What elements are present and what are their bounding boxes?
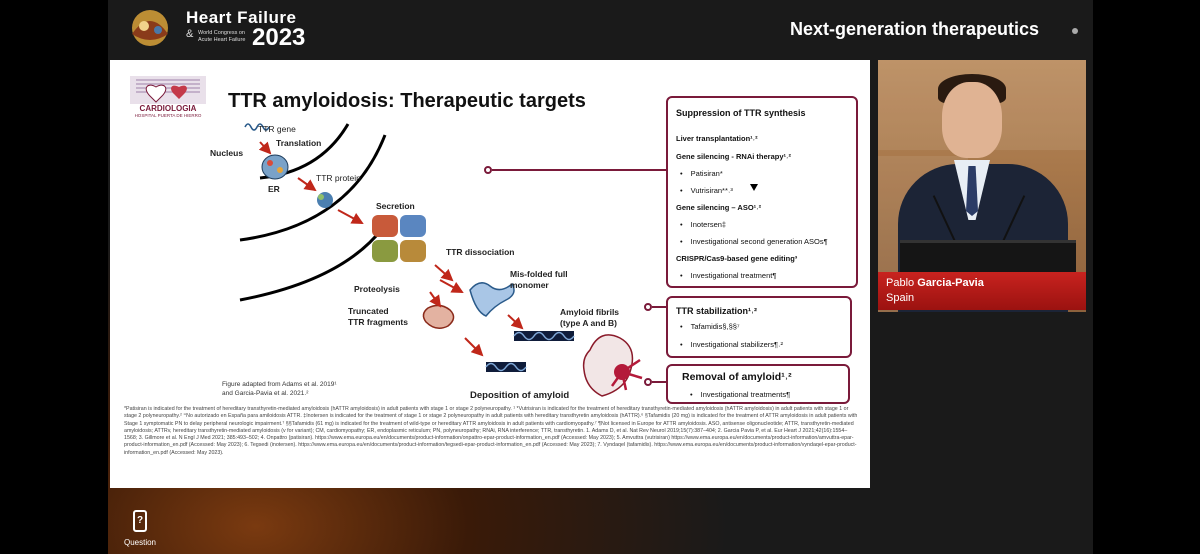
figure-caption-line-1: Figure adapted from Adams et al. 2019¹ — [222, 381, 337, 388]
label-ttr-fragments: TTR fragments — [348, 317, 408, 327]
label-ttr-gene: TTR gene — [258, 124, 296, 134]
speaker-tie — [966, 166, 978, 216]
label-nucleus: Nucleus — [210, 148, 244, 158]
label-er: ER — [268, 184, 280, 194]
label-deposition: Deposition of amyloid — [470, 390, 570, 401]
slide-footnotes: *Patisiran is indicated for the treatmen… — [124, 406, 858, 456]
ttr-tetramer-icon — [372, 215, 426, 262]
item-aso: Gene silencing – ASO¹˒² — [676, 203, 762, 212]
question-mark-glyph: ? — [136, 515, 144, 526]
brand-subtitle-1: World Congress on — [198, 30, 245, 36]
brand-subtitle-2: Acute Heart Failure — [198, 37, 246, 43]
ttr-gene-icon — [244, 123, 270, 131]
label-truncated: Truncated — [348, 306, 389, 316]
brand-ampersand: & — [186, 28, 194, 40]
speaker-last-name: Garcia-Pavia — [917, 277, 984, 289]
speaker-name-plate: Pablo Garcia-Pavia Spain — [878, 272, 1086, 310]
panel-stabilization: TTR stabilization¹˒² Tafamidis§,§§⁷ Inve… — [666, 296, 852, 358]
session-title: Next-generation therapeutics — [790, 19, 1040, 39]
question-label: Question — [123, 538, 157, 547]
connector-synthesis — [492, 169, 666, 171]
item-investigational-aso: Investigational second generation ASOs¶ — [680, 237, 828, 246]
item-patisiran: Patisiran* — [680, 169, 723, 178]
item-rnai-therapy: Gene silencing - RNAi therapy¹˒² — [676, 152, 792, 161]
misfolded-monomer-icon — [469, 282, 515, 317]
cardiologia-logo-text: CARDIOLOGIA — [139, 104, 197, 113]
cardiologia-logo — [130, 76, 206, 104]
question-button[interactable]: ? Question — [120, 508, 160, 550]
er-membrane — [239, 134, 387, 242]
item-investigational-stabilizers: Investigational stabilizers¶˒² — [680, 340, 783, 349]
label-ttr-protein: TTR protein — [316, 173, 361, 183]
connector-removal — [652, 381, 666, 383]
cardiologia-logo-subtext: HOSPITAL PUERTA DE HIERRO — [134, 113, 202, 118]
figure-caption-line-2: and Garcia-Pavia et al. 2021.² — [222, 390, 309, 397]
label-type-ab: (type A and B) — [560, 318, 617, 328]
panel-suppression: Suppression of TTR synthesis Liver trans… — [666, 96, 858, 288]
panel-stabilization-title: TTR stabilization¹˒² — [676, 306, 757, 316]
panel-suppression-title: Suppression of TTR synthesis — [676, 108, 806, 118]
item-tafamidis: Tafamidis§,§§⁷ — [680, 322, 740, 331]
label-ttr-dissociation: TTR dissociation — [446, 247, 515, 257]
presentation-slide: CARDIOLOGIA HOSPITAL PUERTA DE HIERRO TT… — [110, 60, 870, 488]
label-amyloid-fibrils: Amyloid fibrils — [560, 307, 620, 317]
panel-removal: Removal of amyloid¹˒² Investigational tr… — [666, 364, 850, 404]
session-dot — [1072, 28, 1078, 34]
label-misfolded: Mis-folded full — [510, 269, 568, 279]
speaker-first-name: Pablo — [886, 277, 915, 289]
speaker-name: Pablo Garcia-Pavia — [886, 277, 984, 289]
cell-membrane — [239, 224, 387, 302]
brand-title: Heart Failure — [186, 8, 297, 27]
item-inotersen: Inotersen‡ — [680, 220, 726, 229]
item-crispr: CRISPR/Cas9-based gene editing³ — [676, 254, 798, 263]
congress-logo — [132, 10, 168, 46]
black-triangle-icon — [750, 184, 758, 191]
speaker-face — [942, 82, 1002, 158]
label-monomer: monomer — [510, 280, 549, 290]
ttr-protein-icon — [317, 192, 333, 208]
connector-dot-synthesis — [484, 166, 492, 174]
item-investigational-treatment: Investigational treatment¶ — [680, 271, 777, 280]
figure-caption: Figure adapted from Adams et al. 2019¹ a… — [222, 380, 337, 398]
ribosome-icon — [261, 154, 289, 180]
truncated-fragments-icon — [422, 304, 455, 329]
label-proteolysis: Proteolysis — [354, 284, 400, 294]
speaker-country: Spain — [886, 292, 915, 304]
ttr-pathway-diagram — [239, 123, 643, 397]
connector-dot-stabilization — [644, 303, 652, 311]
brand-year: 2023 — [252, 24, 306, 51]
item-vutrisiran: Vutrisiran**˒³ — [680, 186, 733, 195]
amyloid-fibril-icon — [485, 331, 575, 372]
label-secretion: Secretion — [376, 201, 415, 211]
item-investigational-treatments: Investigational treatments¶ — [690, 390, 791, 399]
phone-question-icon: ? — [133, 510, 147, 532]
label-translation: Translation — [276, 138, 322, 148]
heart-nerve-icon — [582, 334, 643, 397]
connector-stabilization — [652, 306, 666, 308]
item-liver-transplantation: Liver transplantation¹˒² — [676, 134, 758, 143]
slide-title: TTR amyloidosis: Therapeutic targets — [228, 90, 586, 112]
panel-removal-title: Removal of amyloid¹˒² — [682, 371, 792, 383]
connector-dot-removal — [644, 378, 652, 386]
